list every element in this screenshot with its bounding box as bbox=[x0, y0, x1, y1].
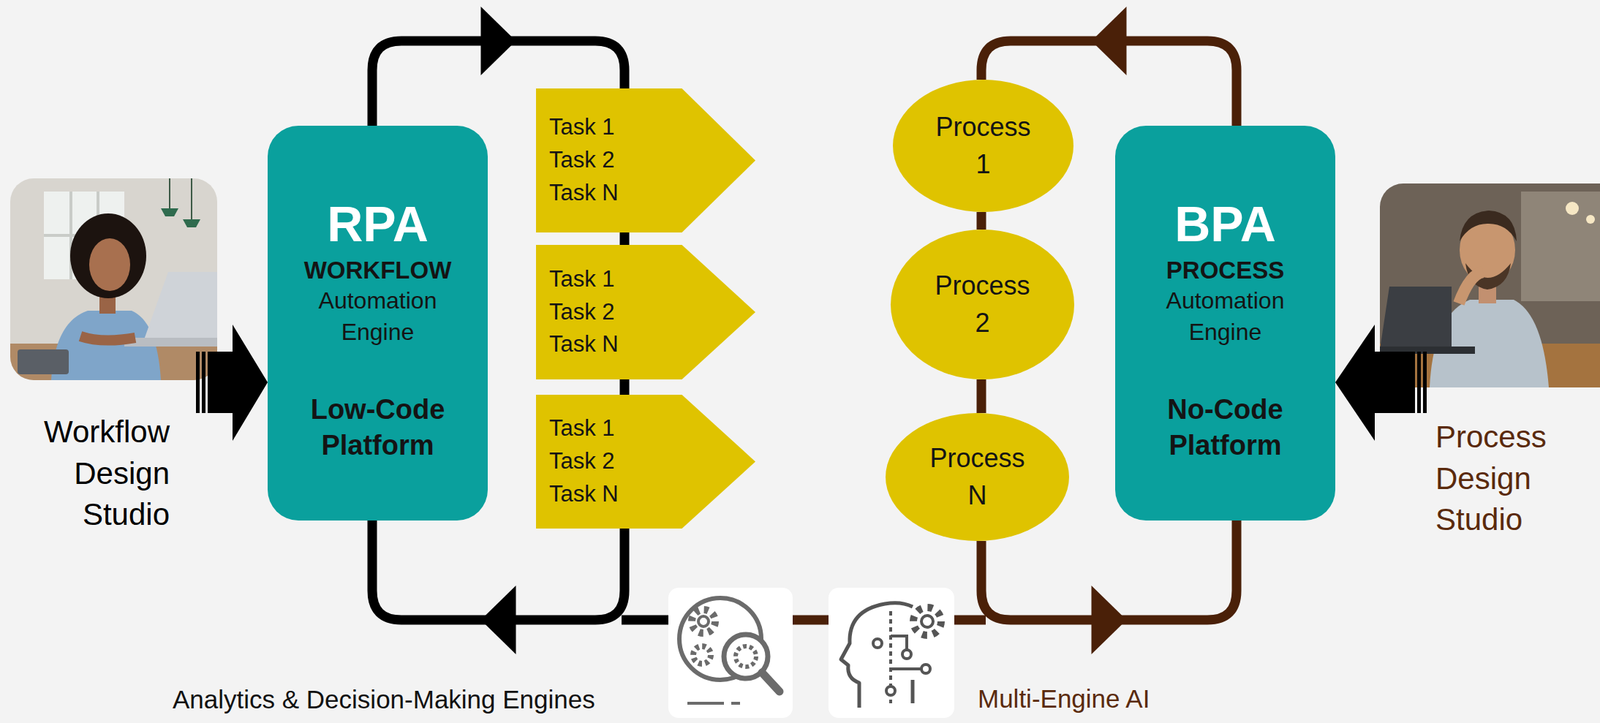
studio-label: Process Design Studio bbox=[1435, 416, 1593, 542]
ellipse-fill bbox=[885, 413, 1070, 542]
process-ellipse: Process 2 bbox=[890, 229, 1075, 380]
task-item: Task 2 bbox=[549, 296, 615, 330]
task-item: Task N bbox=[549, 478, 619, 512]
process-name: Process N bbox=[929, 440, 1025, 515]
input-arrow bbox=[1335, 324, 1427, 441]
engine-link bbox=[786, 615, 835, 626]
process-name: Process 1 bbox=[935, 108, 1031, 183]
task-item: Task 1 bbox=[549, 412, 615, 446]
task-item: Task 1 bbox=[549, 111, 615, 145]
platform-type: No-Code Platform bbox=[1134, 391, 1318, 465]
rpa-engine-box: RPAWORKFLOWAutomation EngineLow-Code Pla… bbox=[267, 125, 488, 521]
engine-caption: Analytics & Decision-Making Engines bbox=[172, 684, 596, 716]
link-line bbox=[620, 232, 630, 245]
task-list-tag: Task 1Task 2Task N bbox=[536, 244, 756, 380]
task-item: Task 1 bbox=[549, 263, 615, 297]
connector bbox=[981, 379, 983, 414]
engine-subtitle: Automation Engine bbox=[1141, 285, 1310, 349]
arrow-head bbox=[1091, 6, 1127, 76]
arrow-head bbox=[1091, 585, 1127, 655]
engine-acronym: RPA bbox=[326, 196, 429, 252]
task-list-tag: Task 1Task 2Task N bbox=[536, 394, 756, 529]
process-ellipse: Process 1 bbox=[892, 79, 1074, 213]
task-item: Task 2 bbox=[549, 144, 615, 177]
link-line bbox=[976, 379, 987, 414]
connector bbox=[624, 232, 626, 245]
analytics-icon bbox=[668, 587, 793, 719]
ellipse-fill bbox=[892, 79, 1074, 213]
ellipse-shape bbox=[885, 413, 1070, 542]
tag-fill bbox=[536, 394, 756, 529]
workflow-designer-photo bbox=[10, 178, 218, 381]
engine-caption: Multi-Engine AI bbox=[977, 683, 1150, 715]
link-line bbox=[976, 212, 987, 230]
connector bbox=[981, 520, 1237, 655]
process-name: Process 2 bbox=[934, 267, 1030, 342]
studio-label: Workflow Design Studio bbox=[14, 411, 170, 537]
engine-kind: PROCESS bbox=[1166, 255, 1285, 286]
connector bbox=[372, 520, 625, 655]
engine-kind: WORKFLOW bbox=[304, 255, 452, 286]
connector bbox=[624, 379, 626, 395]
task-item: Task 2 bbox=[549, 445, 615, 479]
platform-type: Low-Code Platform bbox=[286, 391, 470, 465]
engine-acronym: BPA bbox=[1174, 196, 1277, 252]
bpa-engine-box: BPAPROCESSAutomation EngineNo-Code Platf… bbox=[1115, 125, 1336, 521]
task-item: Task N bbox=[549, 328, 619, 362]
arrow-head bbox=[481, 585, 517, 655]
input-arrow bbox=[195, 324, 268, 441]
engine-subtitle: Automation Engine bbox=[293, 285, 463, 349]
ellipse-shape bbox=[890, 229, 1075, 380]
connector bbox=[981, 212, 983, 230]
engine-link bbox=[621, 615, 675, 626]
process-ellipse: Process N bbox=[885, 413, 1070, 542]
tag-fill bbox=[536, 244, 756, 380]
task-item: Task N bbox=[549, 176, 619, 210]
arrow-head bbox=[481, 6, 517, 76]
ellipse-fill bbox=[890, 229, 1075, 380]
link-line bbox=[620, 379, 630, 395]
ellipse-shape bbox=[892, 79, 1074, 213]
tag-fill bbox=[536, 88, 756, 233]
task-list-tag: Task 1Task 2Task N bbox=[536, 88, 756, 233]
ai-head-icon bbox=[828, 587, 955, 719]
